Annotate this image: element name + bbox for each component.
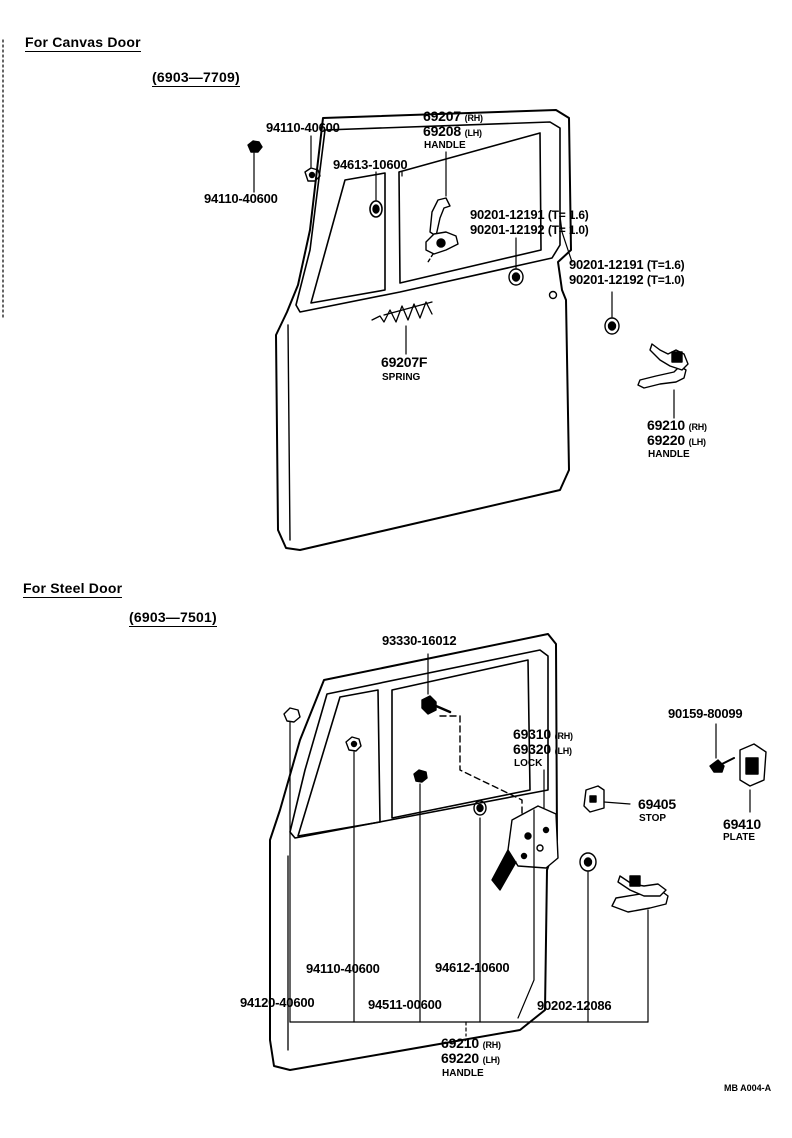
canvas-leader-lines bbox=[253, 135, 675, 419]
side-note: (RH) bbox=[464, 113, 483, 123]
part-number: 69210 bbox=[647, 417, 685, 433]
label-steel-nut: 94110-40600 bbox=[306, 961, 380, 976]
label-steel-bolt: 93330-16012 bbox=[382, 633, 457, 648]
steel-door-date-range: (6903—7501) bbox=[129, 609, 217, 627]
canvas-door-panel bbox=[275, 109, 572, 551]
label-lock-name: LOCK bbox=[514, 758, 543, 769]
side-note: (LH) bbox=[464, 128, 482, 138]
label-canvas-nut-left: 94110-40600 bbox=[204, 191, 278, 206]
side-note: (RH) bbox=[554, 731, 573, 741]
label-washer2-b: 90201-12192 (T=1.0) bbox=[569, 272, 685, 288]
canvas-door-date-range: (6903—7709) bbox=[152, 69, 240, 87]
thickness: (T=1.0) bbox=[646, 273, 685, 287]
label-steel-screw: 90159-80099 bbox=[668, 706, 743, 721]
part-number: 90201-12191 bbox=[569, 257, 644, 272]
label-outer-handle-name: HANDLE bbox=[648, 449, 690, 460]
canvas-inner-handle bbox=[425, 197, 459, 263]
label-lock-lh: 69320 (LH) bbox=[513, 742, 572, 756]
part-number: 90201-12192 bbox=[569, 272, 644, 287]
side-note: (RH) bbox=[688, 422, 707, 432]
label-lock-rh: 69310 (RH) bbox=[513, 727, 573, 741]
label-steel-grommet: 94612-10600 bbox=[435, 960, 510, 975]
label-steel-nut2: 94120-40600 bbox=[240, 995, 315, 1010]
label-stop-name: STOP bbox=[639, 813, 667, 824]
steel-door-panel bbox=[269, 633, 558, 1071]
label-washer1-b: 90201-12192 (T= 1.0) bbox=[470, 222, 589, 238]
part-number: 69208 bbox=[423, 123, 461, 139]
label-washer2-a: 90201-12191 (T=1.6) bbox=[569, 257, 685, 273]
label-stop-number: 69405 bbox=[638, 796, 676, 812]
part-number: 69310 bbox=[513, 726, 551, 742]
steel-leader-lines bbox=[289, 653, 751, 1037]
part-number: 69207 bbox=[423, 108, 461, 124]
steel-door-title: For Steel Door bbox=[23, 580, 123, 598]
part-number: 69210 bbox=[441, 1035, 479, 1051]
thickness: (T= 1.0) bbox=[547, 223, 589, 237]
steel-door-parts bbox=[283, 695, 767, 913]
label-canvas-grommet: 94613-10600 bbox=[333, 157, 408, 172]
side-note: (LH) bbox=[482, 1055, 500, 1065]
label-washer1-a: 90201-12191 (T= 1.6) bbox=[470, 207, 589, 223]
figure-reference: MB A004-A bbox=[724, 1083, 772, 1093]
label-steel-washer: 94511-00600 bbox=[368, 997, 442, 1012]
label-steel-handle-rh: 69210 (RH) bbox=[441, 1036, 501, 1050]
canvas-outer-handle bbox=[637, 343, 689, 389]
label-steel-seal: 90202-12086 bbox=[537, 998, 612, 1013]
label-inner-handle-rh: 69207 (RH) bbox=[423, 109, 483, 123]
label-steel-handle-lh: 69220 (LH) bbox=[441, 1051, 500, 1065]
part-number: 69320 bbox=[513, 741, 551, 757]
label-plate-number: 69410 bbox=[723, 816, 761, 832]
side-note: (LH) bbox=[554, 746, 572, 756]
part-number: 90201-12191 bbox=[470, 207, 545, 222]
canvas-door-title: For Canvas Door bbox=[25, 34, 141, 52]
label-spring-number: 69207F bbox=[381, 354, 428, 370]
label-canvas-nut-top: 94110-40600 bbox=[266, 120, 340, 135]
label-plate-name: PLATE bbox=[723, 832, 756, 843]
part-number: 69220 bbox=[441, 1050, 479, 1066]
canvas-nut-parts bbox=[247, 140, 620, 335]
label-steel-handle-name: HANDLE bbox=[442, 1068, 484, 1079]
label-outer-handle-lh: 69220 (LH) bbox=[647, 433, 706, 447]
part-number: 90201-12192 bbox=[470, 222, 545, 237]
part-number: 69220 bbox=[647, 432, 685, 448]
label-inner-handle-lh: 69208 (LH) bbox=[423, 124, 482, 138]
canvas-spring bbox=[371, 301, 433, 323]
label-spring-name: SPRING bbox=[382, 372, 421, 383]
label-inner-handle-name: HANDLE bbox=[424, 140, 466, 151]
thickness: (T= 1.6) bbox=[547, 208, 589, 222]
side-note: (RH) bbox=[482, 1040, 501, 1050]
side-note: (LH) bbox=[688, 437, 706, 447]
thickness: (T=1.6) bbox=[646, 258, 685, 272]
label-outer-handle-rh: 69210 (RH) bbox=[647, 418, 707, 432]
